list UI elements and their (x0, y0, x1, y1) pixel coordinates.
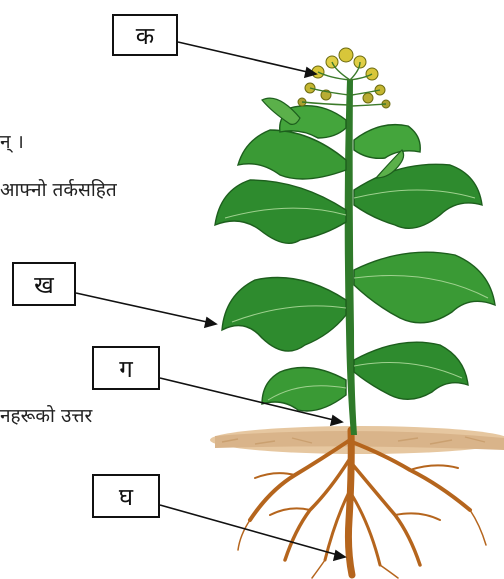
label-kha: ख (12, 262, 76, 306)
leaves-right (354, 125, 495, 400)
leaves-left (215, 106, 346, 411)
label-ga: ग (92, 346, 160, 390)
label-gha: घ (92, 474, 160, 518)
label-ka: क (112, 14, 178, 56)
soil (210, 426, 504, 454)
flower-cluster (298, 48, 390, 108)
